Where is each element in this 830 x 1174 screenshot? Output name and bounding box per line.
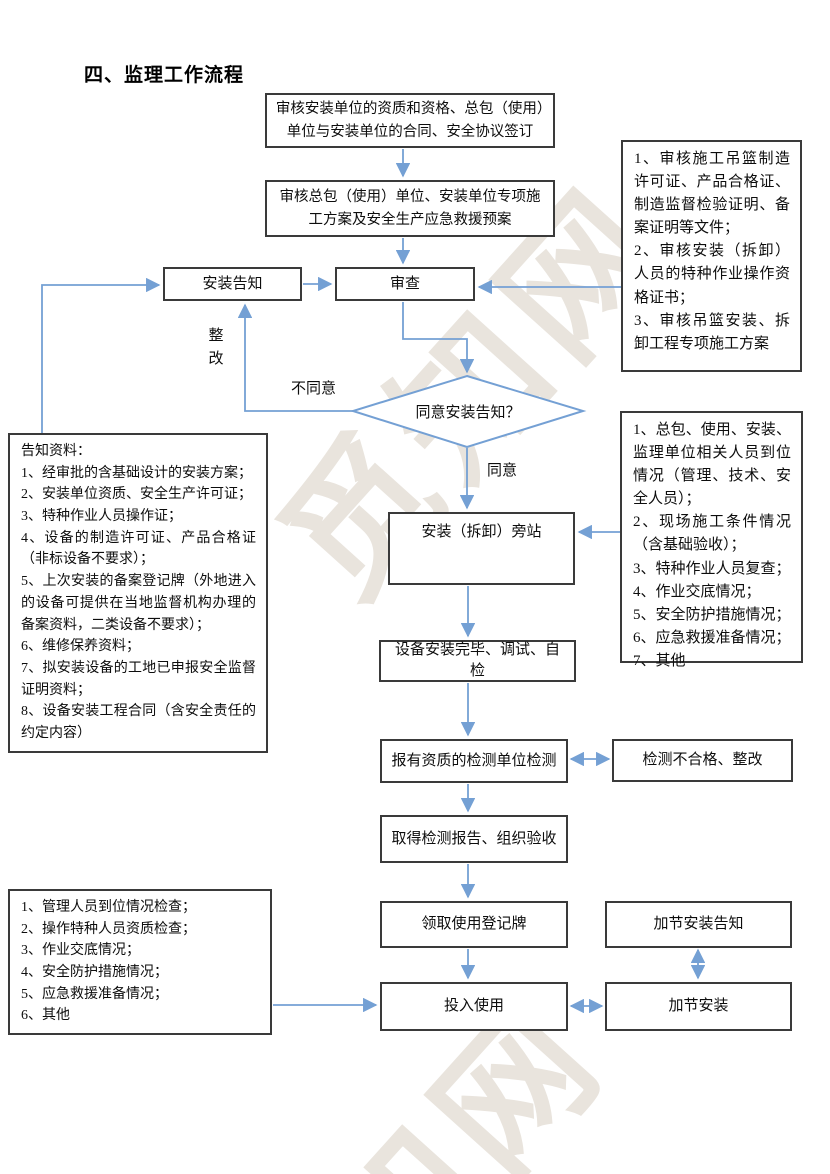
connector-review-to-decision: [402, 302, 475, 374]
flow-node-report: 取得检测报告、组织验收: [380, 815, 568, 863]
edge-label-agree: 同意: [487, 463, 518, 479]
note-box-audit-documents: 1、审核施工吊篮制造许可证、产品合格证、制造监督检验证明、备案证明等文件； 2、…: [621, 140, 802, 372]
flow-node-review: 审查: [335, 267, 475, 301]
flow-node-audit-plan: 审核总包（使用）单位、安装单位专项施工方案及安全生产应急救援预案: [265, 180, 555, 237]
connector-materials-to-notice: [41, 277, 161, 433]
flow-node-add-section-notice: 加节安装告知: [605, 901, 792, 948]
flow-node-add-section-install: 加节安装: [605, 982, 792, 1031]
flow-node-self-check: 设备安装完毕、调试、自检: [379, 640, 576, 682]
flow-node-license: 领取使用登记牌: [380, 901, 568, 948]
note-box-standby-checklist: 1、总包、使用、安装、监理单位相关人员到位情况（管理、技术、安全人员）； 2、现…: [620, 411, 803, 669]
decision-diamond: [349, 374, 587, 449]
note-box-use-checklist: 1、管理人员到位情况检查； 2、操作特种人员资质检查； 3、作业交底情况； 4、…: [8, 889, 272, 1035]
decision-diamond-label: 同意安装告知？: [415, 405, 521, 421]
flow-node-install-notice: 安装告知: [163, 267, 302, 301]
edge-label-disagree: 不同意: [291, 381, 337, 397]
connector-decision-disagree-to-notice: [237, 303, 353, 412]
flow-node-audit-install-unit: 审核安装单位的资质和资格、总包（使用）单位与安装单位的合同、安全协议签订: [265, 93, 555, 148]
edge-label-rectify: 整改: [208, 328, 224, 368]
note-box-notice-materials: 告知资料： 1、经审批的含基础设计的安装方案； 2、安装单位资质、安全生产许可证…: [8, 433, 268, 753]
page-title: 四、监理工作流程: [84, 65, 245, 86]
flow-node-inspection-fail: 检测不合格、整改: [612, 739, 793, 782]
flow-node-inspection: 报有资质的检测单位检测: [380, 739, 568, 783]
flow-node-standby: 安装（拆卸）旁站: [388, 512, 575, 585]
flow-node-use: 投入使用: [380, 982, 568, 1031]
